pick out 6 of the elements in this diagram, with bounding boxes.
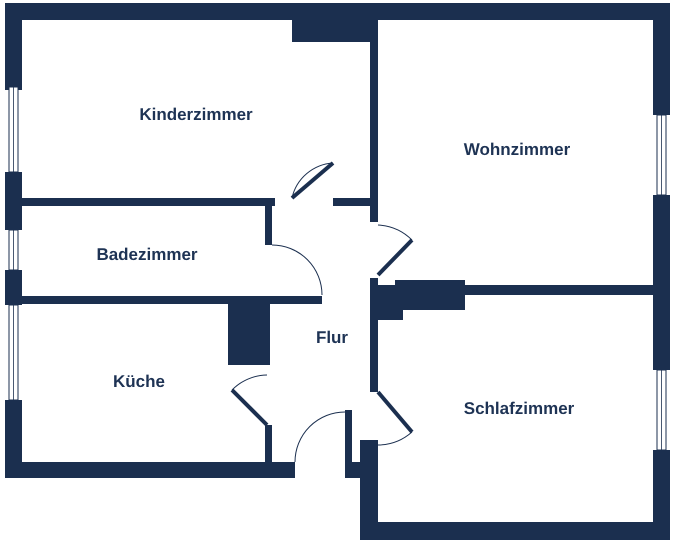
room-label: Wohnzimmer <box>464 140 570 160</box>
room-label: Badezimmer <box>96 245 198 265</box>
room-label: Küche <box>113 372 165 392</box>
room-label: Schlafzimmer <box>464 399 574 419</box>
room-label: Flur <box>316 328 348 348</box>
room-label: Kinderzimmer <box>139 105 253 125</box>
